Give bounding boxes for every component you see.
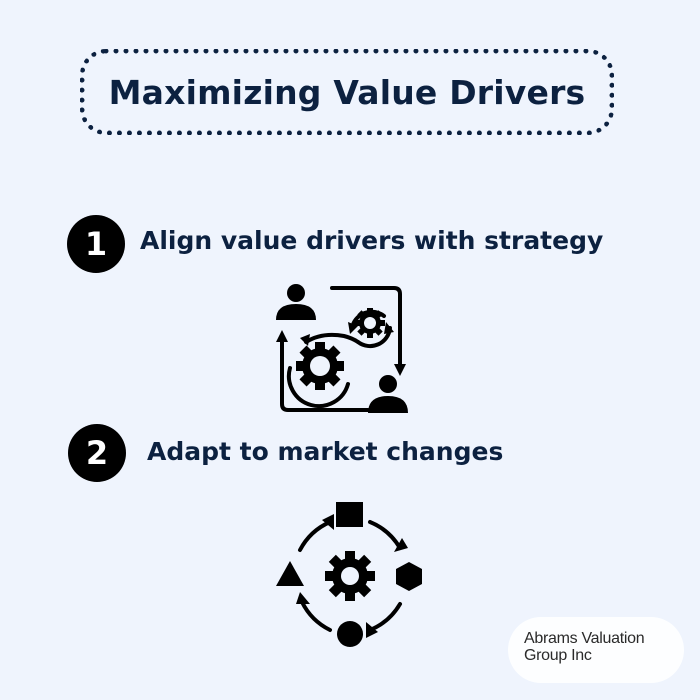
title-box: Maximizing Value Drivers — [80, 49, 614, 135]
step-2-number: 2 — [85, 434, 109, 472]
shapes-cycle-gear-icon — [276, 502, 422, 647]
people-gears-cycle-icon — [276, 284, 408, 413]
step-1-label: Align value drivers with strategy — [140, 226, 604, 255]
step-1-badge: 1 — [67, 215, 125, 273]
page-title: Maximizing Value Drivers — [108, 72, 586, 112]
step-2-badge: 2 — [68, 424, 126, 482]
brand-badge: Abrams Valuation Group Inc — [508, 617, 684, 683]
brand-line-2: Group Inc — [524, 647, 592, 664]
step-1-number: 1 — [84, 225, 108, 263]
brand-line-1: Abrams Valuation — [524, 630, 645, 647]
step-2-label: Adapt to market changes — [147, 437, 504, 466]
